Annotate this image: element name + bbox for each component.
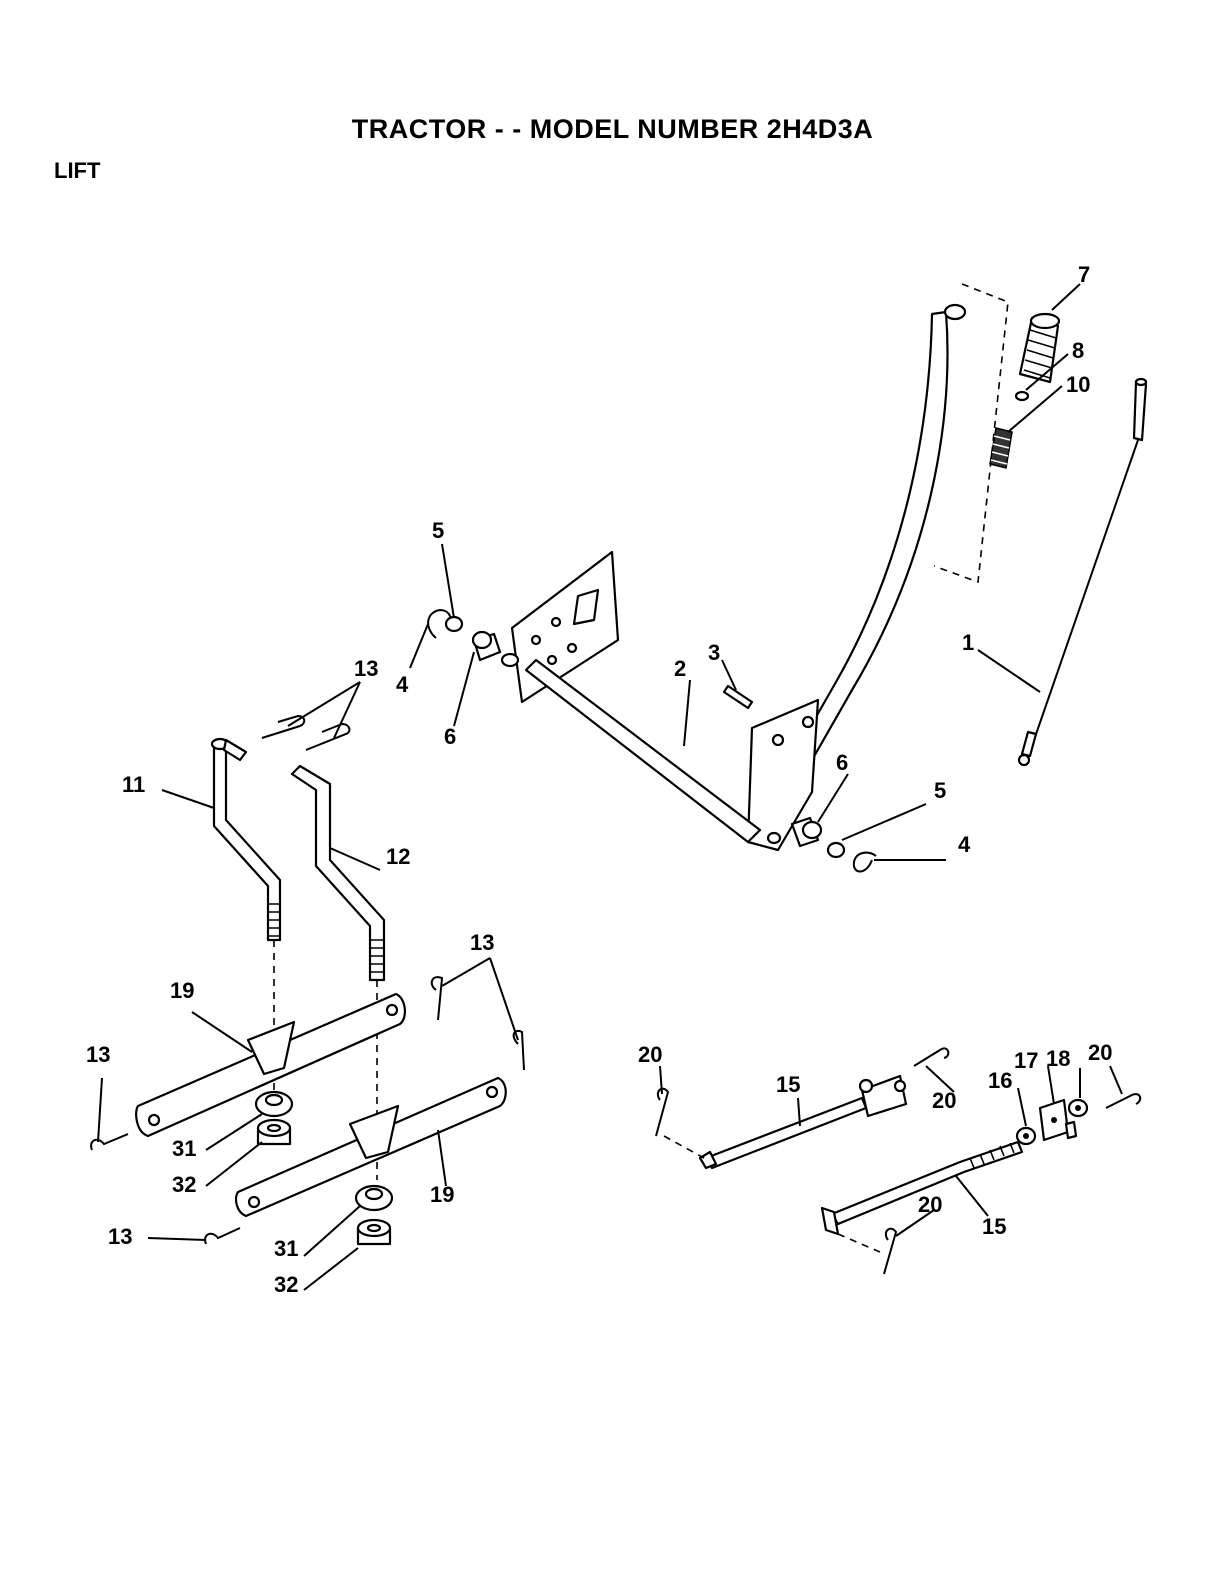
callout-16: 16	[988, 1068, 1012, 1093]
callout-5: 5	[432, 518, 444, 543]
nut	[1017, 1128, 1035, 1144]
callout-1: 1	[962, 630, 974, 655]
callout-13: 13	[354, 656, 378, 681]
callout-20: 20	[932, 1088, 956, 1113]
callout-19: 19	[170, 978, 194, 1003]
callout-18: 18	[1046, 1046, 1070, 1071]
hair-pin	[914, 1048, 948, 1066]
callout-13: 13	[108, 1224, 132, 1249]
callout-12: 12	[386, 844, 410, 869]
lift-rod	[1019, 379, 1146, 765]
mounting-bracket	[512, 552, 618, 702]
leader-lines	[98, 284, 1122, 1290]
callout-8: 8	[1072, 338, 1084, 363]
assembly-line	[838, 1234, 880, 1252]
hair-pin	[514, 1031, 524, 1070]
callout-15: 15	[982, 1214, 1006, 1239]
callout-3: 3	[708, 640, 720, 665]
nut	[356, 1186, 392, 1210]
handle-grip	[1020, 314, 1059, 382]
hair-pin	[1106, 1094, 1140, 1108]
callout-10: 10	[1066, 372, 1090, 397]
callout-13: 13	[86, 1042, 110, 1067]
callout-31: 31	[274, 1236, 298, 1261]
callout-11: 11	[122, 772, 145, 797]
hair-pin	[205, 1228, 240, 1244]
bushing	[473, 632, 500, 660]
nut	[258, 1120, 290, 1144]
callout-4: 4	[958, 832, 971, 857]
washer	[446, 617, 462, 631]
lift-handle	[748, 305, 965, 850]
callout-19: 19	[430, 1182, 454, 1207]
cross-shaft	[502, 654, 780, 843]
adjustment-rod	[700, 1076, 906, 1168]
washer	[1016, 392, 1028, 400]
callout-7: 7	[1078, 262, 1090, 287]
callout-20: 20	[1088, 1040, 1112, 1065]
hair-pin	[884, 1229, 896, 1274]
callout-32: 32	[274, 1272, 298, 1297]
bushing	[792, 818, 821, 846]
callout-6: 6	[444, 724, 456, 749]
callout-32: 32	[172, 1172, 196, 1197]
callout-15: 15	[776, 1072, 800, 1097]
callout-4: 4	[396, 672, 409, 697]
hair-pin	[432, 977, 442, 1020]
callout-6: 6	[836, 750, 848, 775]
lift-link-right	[292, 766, 384, 980]
nut	[1069, 1100, 1087, 1116]
washer	[828, 843, 844, 857]
assembly-line	[664, 1136, 704, 1158]
callout-2: 2	[674, 656, 686, 681]
callout-13: 13	[470, 930, 494, 955]
hair-pin	[91, 1134, 128, 1150]
callout-20: 20	[638, 1042, 662, 1067]
callout-31: 31	[172, 1136, 196, 1161]
retaining-ring	[854, 853, 876, 872]
nut	[256, 1092, 292, 1116]
callout-17: 17	[1014, 1048, 1038, 1073]
callout-20: 20	[918, 1192, 942, 1217]
nut	[358, 1220, 390, 1244]
callout-5: 5	[934, 778, 946, 803]
lift-link-left	[212, 739, 280, 940]
hair-pin	[656, 1089, 668, 1136]
key	[724, 686, 752, 708]
